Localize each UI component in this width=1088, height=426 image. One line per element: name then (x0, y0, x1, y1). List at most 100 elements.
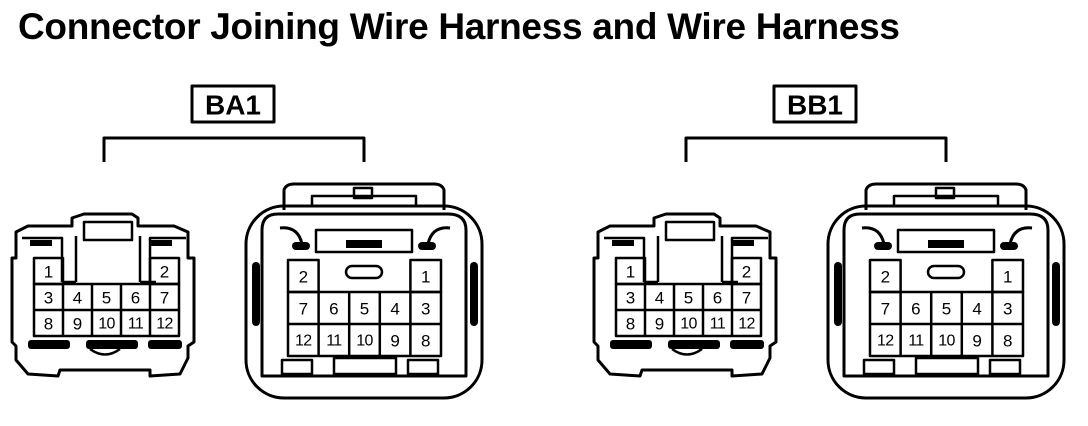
pin-number: 9 (73, 315, 82, 334)
pin-number: 11 (908, 333, 924, 350)
pin-number: 3 (626, 289, 635, 308)
pin-number: 10 (938, 333, 955, 350)
large-connector: 2 1 7 6 5 4 3 12 11 10 9 8 (244, 182, 484, 400)
bottom-tab (862, 358, 896, 376)
pin-number: 8 (626, 315, 635, 334)
bottom-latch (730, 340, 764, 349)
rib-mark (612, 240, 634, 246)
bracket-line (102, 136, 366, 162)
lock-guide (644, 236, 738, 284)
bottom-latch (610, 340, 652, 349)
connector-label-box (190, 84, 276, 124)
pin-number: 7 (742, 289, 751, 308)
pin-number: 3 (421, 300, 430, 319)
bottom-tab (988, 358, 1022, 376)
pin-number: 1 (421, 268, 430, 287)
lock-inner (892, 194, 1000, 206)
lock-button (352, 186, 374, 200)
inner-frame (842, 212, 1050, 378)
lock-button (934, 186, 956, 200)
bracket-line (684, 136, 948, 162)
pin-number: 6 (911, 300, 920, 319)
pin-number: 9 (390, 332, 399, 351)
pin-number: 8 (1003, 332, 1012, 351)
side-guide (470, 262, 478, 326)
bottom-tab (914, 356, 980, 376)
pin-number: 11 (326, 333, 342, 350)
pin-number: 4 (73, 289, 82, 308)
pin-number: 6 (131, 289, 140, 308)
pin-number: 2 (160, 263, 169, 282)
latch-tip (1000, 242, 1018, 250)
pin-number: 5 (684, 289, 693, 308)
pin-number: 6 (713, 289, 722, 308)
key-slot (896, 228, 996, 254)
key-oval (926, 264, 966, 280)
pin-number: 9 (972, 332, 981, 351)
latch-tip (292, 242, 310, 250)
lock-cap (864, 182, 1028, 210)
side-guide (834, 262, 842, 326)
bottom-notch (89, 347, 121, 356)
bottom-latch (86, 340, 138, 349)
key-mark (928, 240, 964, 248)
pin-number: 9 (655, 315, 664, 334)
pin-number: 5 (360, 300, 369, 319)
housing-outline (592, 212, 778, 378)
pin-number: 10 (356, 333, 373, 350)
lock-tab (82, 220, 134, 242)
latch-hook (861, 226, 1033, 245)
connector-label-group: BB1 (684, 84, 948, 162)
page-title: Connector Joining Wire Harness and Wire … (18, 6, 900, 47)
key-mark (346, 240, 382, 248)
lock-guide (62, 236, 156, 284)
housing-outline (10, 212, 196, 378)
pin-number: 7 (299, 300, 308, 319)
key-slot (314, 228, 414, 254)
pin-number: 5 (942, 300, 951, 319)
pin-number: 4 (972, 300, 981, 319)
pin-number: 12 (156, 316, 173, 333)
pin-number: 10 (680, 316, 697, 333)
pin-number: 11 (128, 316, 144, 333)
connector-label-box (772, 84, 858, 124)
bottom-tab (406, 358, 440, 376)
lock-cap (282, 182, 446, 210)
pin-number: 12 (295, 333, 312, 350)
latch-tip (418, 242, 436, 250)
pin-number: 6 (329, 300, 338, 319)
connector-label: BA1 (205, 90, 261, 121)
pin-number: 1 (626, 263, 635, 282)
side-guide (252, 262, 260, 326)
rib-mark (732, 240, 754, 246)
pin-number: 8 (421, 332, 430, 351)
pin-number: 2 (299, 268, 308, 287)
pin-number: 5 (102, 289, 111, 308)
housing-outline (244, 204, 484, 400)
pin-number: 2 (742, 263, 751, 282)
rib-mark (30, 240, 52, 246)
housing-outline (826, 204, 1066, 400)
pin-number: 4 (390, 300, 399, 319)
pin-number: 12 (877, 333, 894, 350)
pin-number: 1 (44, 263, 53, 282)
latch-hook (279, 226, 451, 245)
pin-number: 7 (160, 289, 169, 308)
bottom-tab (280, 358, 314, 376)
lock-tab (664, 220, 716, 242)
bottom-latch (148, 340, 182, 349)
pin-number: 4 (655, 289, 664, 308)
pin-number: 1 (1003, 268, 1012, 287)
latch-tip (874, 242, 892, 250)
pin-number: 3 (44, 289, 53, 308)
bottom-latch (668, 340, 720, 349)
pin-number: 12 (738, 316, 755, 333)
side-guide (1052, 262, 1060, 326)
connector-label-group: BA1 (102, 84, 366, 162)
bottom-tab (332, 356, 398, 376)
pin-number: 11 (710, 316, 726, 333)
connector-label: BB1 (787, 90, 843, 121)
